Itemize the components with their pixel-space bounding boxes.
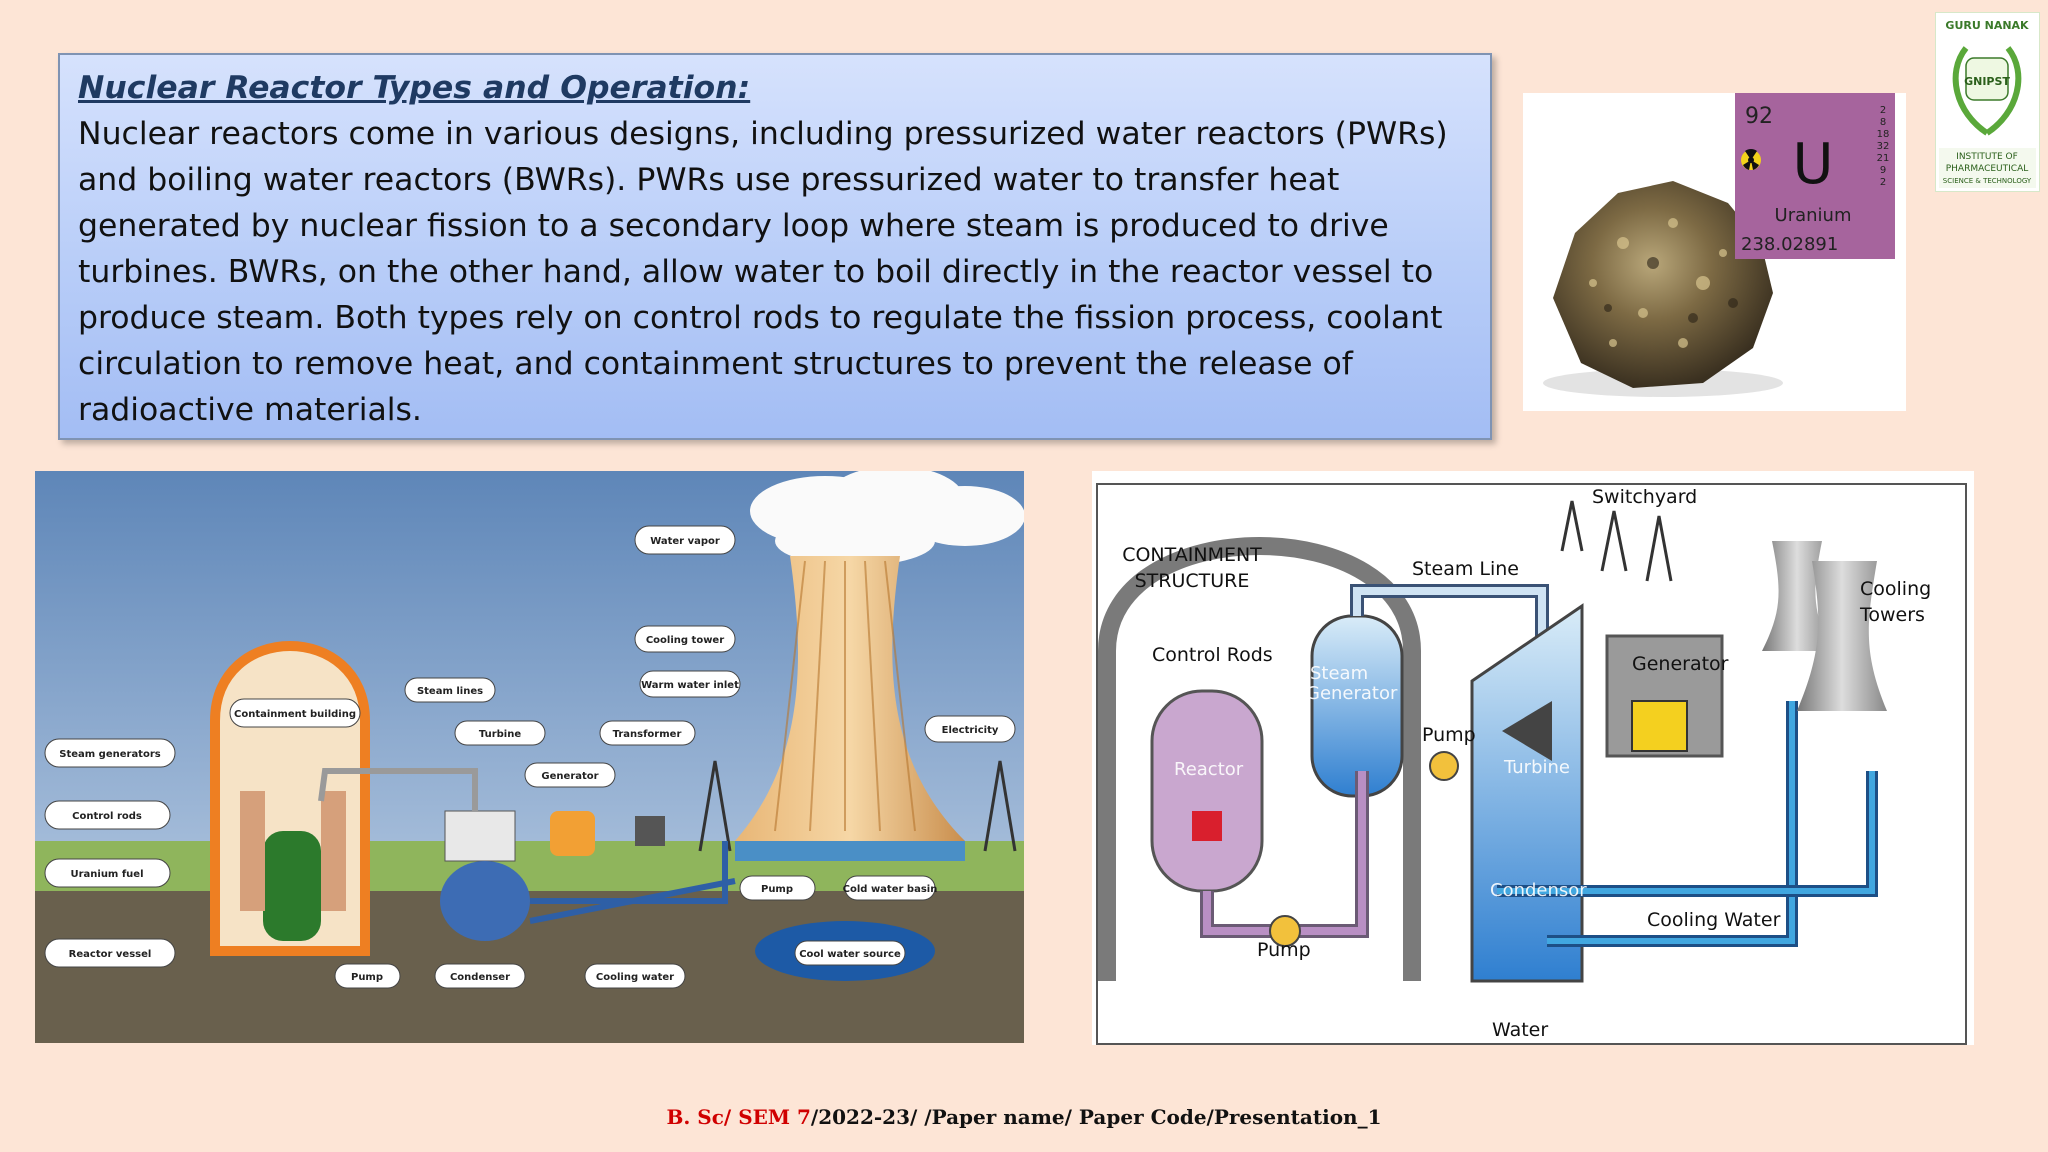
shell-6: 9 — [1880, 165, 1886, 176]
shell-5: 21 — [1877, 153, 1890, 164]
shell-7: 2 — [1880, 177, 1886, 188]
label-turbine: Turbine — [1503, 757, 1570, 778]
label-steam-generator-1: Steam — [1310, 663, 1368, 684]
label-switchyard: Switchyard — [1592, 486, 1697, 508]
label-generator: Generator — [1632, 653, 1729, 675]
label-steam-lines: Steam lines — [417, 686, 483, 697]
label-reactor-vessel: Reactor vessel — [69, 949, 152, 960]
label-cooling-towers-1: Cooling — [1860, 578, 1931, 600]
label-steam-generators: Steam generators — [59, 749, 161, 760]
label-uranium-fuel: Uranium fuel — [70, 869, 143, 880]
shell-4: 32 — [1877, 141, 1890, 152]
uranium-image: 92 U Uranium 238.02891 2 8 18 32 21 9 2 — [1523, 93, 1906, 411]
label-reactor: Reactor — [1174, 759, 1244, 780]
label-containment-building: Containment building — [234, 709, 356, 720]
label-water-vapor: Water vapor — [650, 536, 720, 547]
label-cooling-towers-2: Towers — [1859, 604, 1925, 626]
label-cold-water-basin: Cold water basin — [843, 884, 938, 895]
label-cooling-tower: Cooling tower — [646, 635, 724, 646]
footer: B. Sc/ SEM 7/2022-23/ /Paper name/ Paper… — [0, 1105, 2048, 1129]
shell-1: 2 — [1880, 105, 1886, 116]
label-condenser: Condenser — [450, 972, 510, 983]
label-warm-water-inlet: Warm water inlet — [641, 680, 739, 691]
label-cool-water-source: Cool water source — [799, 949, 901, 960]
logo-line-1: INSTITUTE OF — [1956, 152, 2018, 162]
label-electricity: Electricity — [942, 725, 999, 736]
institute-logo: GURU NANAK GNIPST INSTITUTE OF PHARMACEU… — [1935, 12, 2040, 192]
uranium-name: Uranium — [1775, 205, 1852, 226]
label-steam-line: Steam Line — [1412, 558, 1519, 580]
label-pump-bottom: Pump — [1257, 939, 1311, 961]
label-steam-generator-2: Generator — [1306, 683, 1398, 704]
uranium-atomic-number: 92 — [1745, 104, 1773, 129]
nuclear-plant-diagram: Water vapor Cooling tower Warm water inl… — [35, 466, 1025, 1043]
label-condensor: Condensor — [1490, 880, 1587, 901]
label-pump-1: Pump — [761, 884, 793, 895]
label-containment-2: STRUCTURE — [1135, 570, 1250, 592]
footer-course: B. Sc/ SEM 7 — [666, 1105, 811, 1129]
shell-2: 8 — [1880, 117, 1886, 128]
uranium-symbol: U — [1793, 132, 1834, 197]
label-containment-1: CONTAINMENT — [1122, 544, 1262, 566]
logo-top-text: GURU NANAK — [1945, 19, 2029, 32]
shell-3: 18 — [1877, 129, 1890, 140]
label-control-rods: Control Rods — [1152, 644, 1273, 666]
label-generator: Generator — [541, 771, 598, 782]
uranium-mass: 238.02891 — [1741, 234, 1838, 255]
logo-line-2: PHARMACEUTICAL — [1946, 164, 2029, 174]
slide-heading: Nuclear Reactor Types and Operation: — [78, 70, 751, 106]
label-transformer: Transformer — [613, 729, 682, 740]
logo-line-3: SCIENCE & TECHNOLOGY — [1943, 177, 2032, 185]
logo-badge: GNIPST — [1964, 75, 2010, 88]
label-pump-top: Pump — [1422, 724, 1476, 746]
label-turbine: Turbine — [479, 729, 521, 740]
label-cooling-water: Cooling Water — [1647, 909, 1781, 931]
text-box: Nuclear Reactor Types and Operation: Nuc… — [58, 53, 1492, 440]
label-water: Water — [1492, 1019, 1548, 1041]
label-cooling-water: Cooling water — [596, 972, 674, 983]
pwr-schematic-diagram: Switchyard CONTAINMENT STRUCTURE Steam L… — [1092, 471, 1974, 1045]
slide-body: Nuclear reactors come in various designs… — [78, 116, 1448, 428]
footer-details: /2022-23/ /Paper name/ Paper Code/Presen… — [810, 1105, 1382, 1129]
label-pump-2: Pump — [351, 972, 383, 983]
label-control-rods: Control rods — [72, 811, 142, 822]
